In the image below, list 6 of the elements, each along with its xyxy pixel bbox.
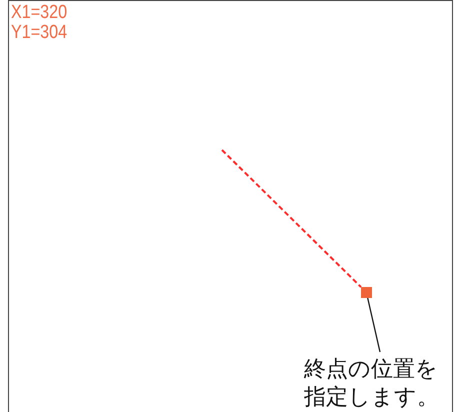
dashed-line	[221, 149, 362, 288]
coordinate-readout: Y1=304	[11, 23, 68, 43]
coordinate-readout: X1=320	[11, 3, 68, 23]
endpoint-handle	[361, 287, 372, 298]
leader-line	[367, 298, 381, 352]
callout-text: 終点の位置を指定します。	[304, 356, 450, 412]
